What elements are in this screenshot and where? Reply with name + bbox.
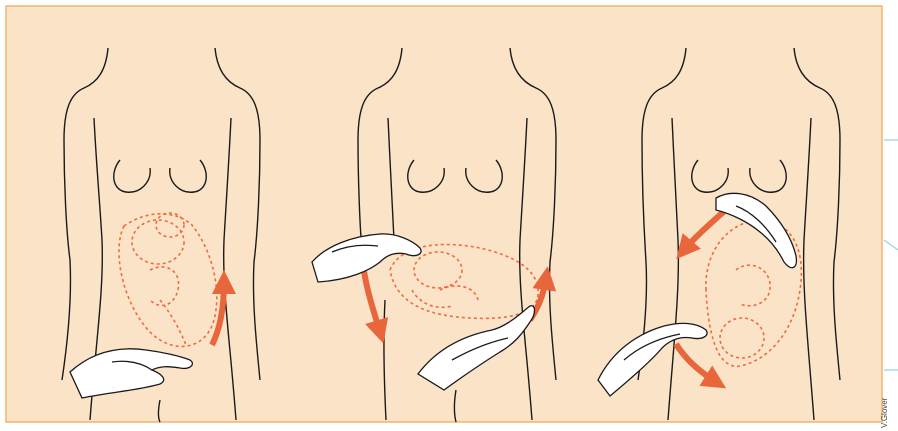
side-marks [884, 140, 898, 370]
artist-credit: V.Glover [877, 388, 893, 428]
